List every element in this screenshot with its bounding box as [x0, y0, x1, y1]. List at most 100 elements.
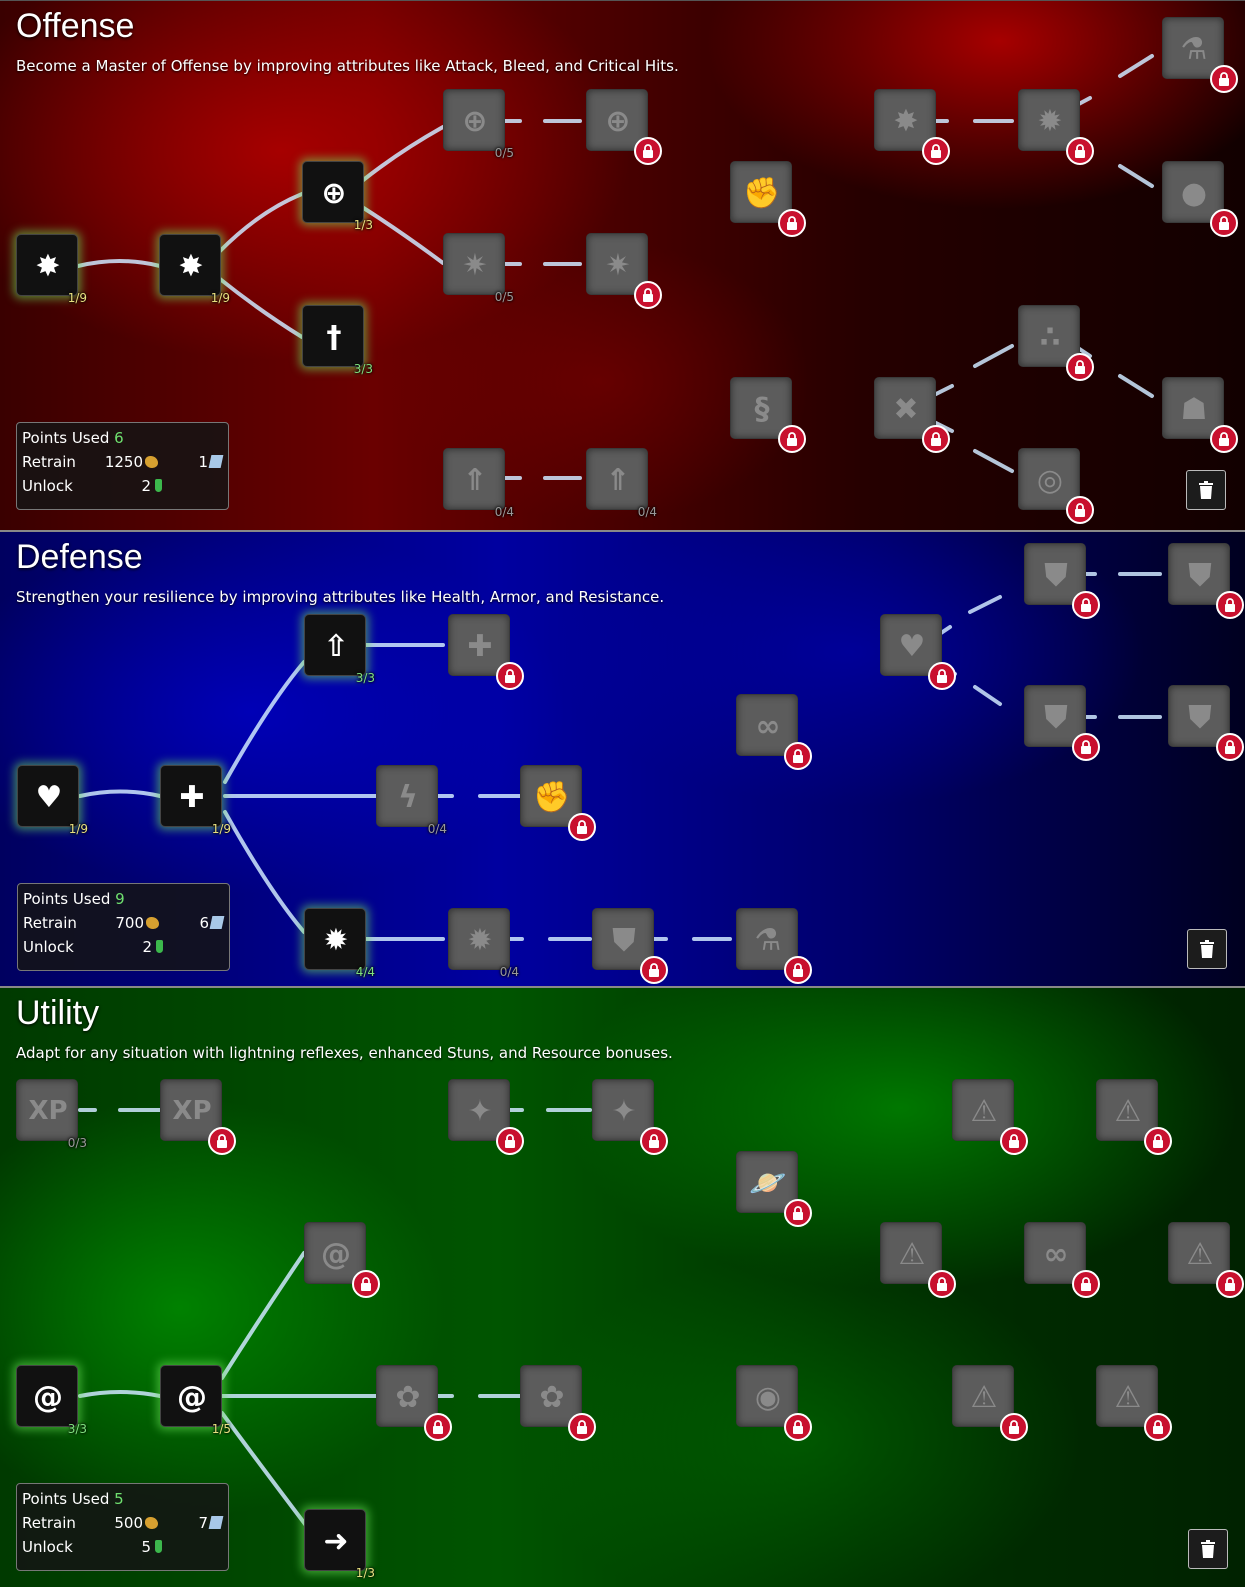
chain-warning-icon: ⚠	[970, 1093, 998, 1129]
reset-tree-button[interactable]	[1188, 1529, 1228, 1569]
broken-heart-icon: ✖	[893, 391, 919, 427]
skill-node[interactable]: ⚗	[1162, 17, 1238, 93]
skill-node[interactable]: ♥	[880, 614, 956, 690]
points-panel: Points Used 5 Retrain 500 7 Unlock 5	[16, 1483, 229, 1571]
dna-warning-icon: ⚠	[1114, 1093, 1142, 1129]
skill-node[interactable]: ⚠	[952, 1365, 1028, 1441]
skill-node[interactable]: ✸	[874, 89, 950, 165]
skill-node[interactable]: ✸1/9	[159, 234, 230, 305]
skill-node[interactable]: ➜1/3	[304, 1509, 375, 1580]
points-used-label: Points Used	[22, 429, 110, 447]
vortex-icon: @	[177, 1379, 207, 1415]
skill-node[interactable]: ◉	[736, 1365, 812, 1441]
lock-icon	[568, 813, 596, 841]
skill-node[interactable]: @3/3	[16, 1365, 87, 1436]
skill-node[interactable]: @1/5	[160, 1365, 231, 1436]
rank-counter: 1/3	[353, 218, 373, 232]
skill-node[interactable]: ⇧3/3	[304, 614, 375, 685]
skill-node[interactable]: ⇑0/4	[586, 448, 657, 519]
skill-node[interactable]: ●	[1162, 161, 1238, 237]
skill-node[interactable]: ✦	[592, 1079, 668, 1155]
skill-node[interactable]: ⛊	[1168, 685, 1244, 761]
lock-icon	[928, 662, 956, 690]
skill-node[interactable]: ⚠	[1096, 1079, 1172, 1155]
lock-icon	[640, 1127, 668, 1155]
skill-node[interactable]: ⚠	[952, 1079, 1028, 1155]
skill-node[interactable]: ✊	[730, 161, 806, 237]
fist-icon: ✊	[743, 175, 781, 211]
skill-node[interactable]: ✹4/4	[304, 908, 375, 979]
retrain-cube-cost: 6	[199, 914, 209, 932]
skill-node[interactable]: ⚠	[1096, 1365, 1172, 1441]
skill-node[interactable]: ⛊	[1168, 543, 1244, 619]
skill-node[interactable]: ⛊	[592, 908, 668, 984]
panel-description: Strengthen your resilience by improving …	[16, 588, 665, 606]
skill-node[interactable]: ∴	[1018, 305, 1094, 381]
skill-node[interactable]: ⛊	[1024, 543, 1100, 619]
flask-icon: ⚗	[754, 922, 782, 958]
defense-panel: Defense Strengthen your resilience by im…	[0, 530, 1245, 986]
skill-node[interactable]: ✿	[376, 1365, 452, 1441]
sword-up-icon: ⇑	[605, 462, 631, 498]
crosshair-icon: ⊕	[605, 103, 631, 139]
skill-node[interactable]: ⊕1/3	[302, 161, 373, 232]
lock-icon	[1072, 733, 1100, 761]
skill-node[interactable]: ∞	[1024, 1222, 1100, 1298]
skill-node[interactable]: ⚠	[880, 1222, 956, 1298]
skill-node[interactable]: ✖	[874, 377, 950, 453]
points-panel: Points Used 6 Retrain 1250 1 Unlock 2	[16, 422, 229, 510]
flask-warning-icon: ⚠	[1114, 1379, 1142, 1415]
lock-icon	[1000, 1413, 1028, 1441]
offense-panel: Offense Become a Master of Offense by im…	[0, 0, 1245, 530]
heart-icon: ♥	[35, 779, 63, 815]
sword-burst-icon: ✸	[178, 248, 204, 284]
unlock-label: Unlock	[22, 477, 73, 495]
xp-icon: XP	[28, 1096, 68, 1126]
skill-node[interactable]: ✹	[1018, 89, 1094, 165]
skill-node[interactable]: ⇑0/4	[443, 448, 514, 519]
skill-node[interactable]: ✿	[520, 1365, 596, 1441]
skill-node[interactable]: ✦	[448, 1079, 524, 1155]
skill-node[interactable]: †3/3	[302, 305, 373, 376]
skill-node[interactable]: @	[304, 1222, 380, 1298]
shield-icon: ⛊	[1044, 699, 1068, 735]
skill-node[interactable]: ◎	[1018, 448, 1094, 524]
skill-node[interactable]: ⛊	[1024, 685, 1100, 761]
unlock-label: Unlock	[22, 1538, 73, 1556]
skill-node[interactable]: ⚗	[736, 908, 812, 984]
cube-icon	[208, 1516, 224, 1529]
lock-icon	[568, 1413, 596, 1441]
skill-node[interactable]: ☗	[1162, 377, 1238, 453]
skill-node[interactable]: ✚	[448, 614, 524, 690]
vortex-flower-icon: ✿	[539, 1379, 565, 1415]
skill-node[interactable]: ✊	[520, 765, 596, 841]
fist-warning-icon: ⚠	[1186, 1236, 1214, 1272]
retrain-gold-cost: 1250	[104, 453, 143, 471]
reset-tree-button[interactable]	[1186, 470, 1226, 510]
skill-node[interactable]: XP	[160, 1079, 236, 1155]
reset-tree-button[interactable]	[1187, 929, 1227, 969]
utility-connections	[78, 1108, 592, 1530]
skill-node[interactable]: ✸1/9	[16, 234, 87, 305]
vial-icon	[156, 940, 163, 953]
skill-node[interactable]: ✷0/5	[443, 233, 514, 304]
points-used-value: 5	[114, 1490, 124, 1508]
unlock-cost: 5	[141, 1538, 151, 1556]
skill-node[interactable]: ⊕0/5	[443, 89, 514, 160]
skill-node[interactable]: ♥1/9	[17, 765, 88, 836]
skill-node[interactable]: ✚1/9	[160, 765, 231, 836]
skill-node[interactable]: ⚠	[1168, 1222, 1244, 1298]
skill-node[interactable]: ✷	[586, 233, 662, 309]
skill-node[interactable]: 🪐	[736, 1151, 812, 1227]
retrain-label: Retrain	[22, 1514, 76, 1532]
skill-node[interactable]: §	[730, 377, 806, 453]
skill-node[interactable]: ⊕	[586, 89, 662, 165]
skill-node[interactable]: ✹0/4	[448, 908, 519, 979]
skill-node[interactable]: ∞	[736, 694, 812, 770]
lock-icon	[640, 956, 668, 984]
sword-burst-icon: ✸	[35, 248, 61, 284]
impact-plus-icon: ✹	[1037, 103, 1063, 139]
planet-warning-icon: ⚠	[898, 1236, 926, 1272]
